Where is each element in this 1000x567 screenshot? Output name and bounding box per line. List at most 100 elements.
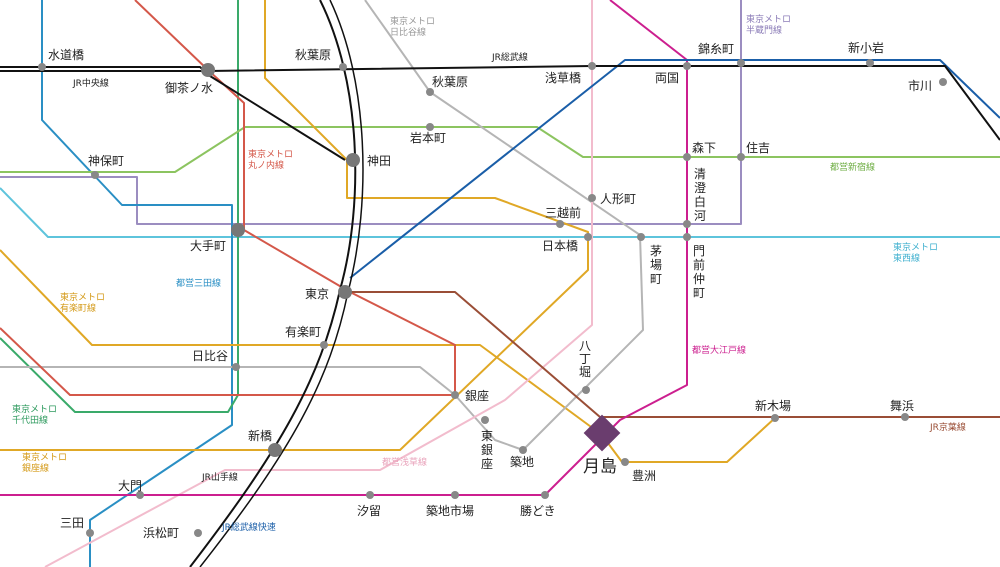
line-label-asakusa: 都営浅草線 [382,456,427,468]
label-tsukiji: 築地 [510,454,534,469]
label-hibiya: 日比谷 [192,349,228,363]
label-yurakucho: 有楽町 [285,325,321,339]
label-kiyosumi: 清澄白河 [694,167,706,223]
station-dot-maihama[interactable] [901,413,909,421]
line-label-chiyoda-2: 千代田線 [12,414,48,426]
label-shinbashi: 新橋 [248,428,272,443]
station-dot-asakusabashi[interactable] [588,62,596,70]
label-tokyo: 東京 [305,287,329,301]
label-shiodome: 汐留 [357,503,381,518]
station-dot-ningyocho[interactable] [588,194,596,202]
ginza-line [0,0,589,451]
label-akihabara-jr: 秋葉原 [295,48,331,62]
line-label-hanzomon-2: 半蔵門線 [746,24,782,36]
label-shinkiba: 新木場 [755,398,791,413]
line-label-jr-sobu: JR総武線 [491,51,528,63]
line-label-marunouchi-1: 東京メトロ [248,148,293,160]
label-monzennakacho: 門前仲町 [693,244,705,300]
label-sumiyoshi: 住吉 [746,141,770,155]
jr-sobu-line [0,65,1000,141]
station-dot-hatchobori[interactable] [582,386,590,394]
line-label-keiyo: JR京葉線 [929,421,966,433]
station-dot-kiyosumi[interactable] [683,220,691,228]
station-dot-monzennakacho[interactable] [683,233,691,241]
station-dot-toyosu[interactable] [621,458,629,466]
label-suidobashi: 水道橋 [48,48,84,62]
station-dot-otemachi[interactable] [231,223,245,237]
line-label-ginza-2: 銀座線 [22,462,49,474]
label-tsukijishijo: 築地市場 [426,503,474,518]
asakusa-line [44,0,593,567]
label-daimon: 大門 [118,479,142,493]
station-dot-ichikawa[interactable] [939,78,947,86]
station-dot-suidobashi[interactable] [38,63,46,71]
label-otemachi: 大手町 [190,239,226,253]
station-dot-hamamatsucho[interactable] [194,529,202,537]
station-dot-higashiginza[interactable] [481,416,489,424]
line-label-yamanote: JR山手線 [201,471,238,483]
line-label-sobu-rapid: JR総武線快速 [221,521,276,533]
line-label-oedo: 都営大江戸線 [692,344,746,356]
hanzomon-line [0,0,742,225]
label-higashiginza: 東銀座 [481,429,493,471]
station-dot-morishita[interactable] [683,153,691,161]
line-label-hanzomon-1: 東京メトロ [746,13,791,25]
label-ningyocho: 人形町 [600,192,636,206]
line-label-hibiya-2: 日比谷線 [390,26,426,38]
label-kayabacho: 茅場町 [650,244,662,286]
label-tsukishima: 月島 [583,457,617,477]
label-asakusabashi: 浅草橋 [545,71,581,85]
chiyoda-line [0,0,239,413]
station-dot-jimbocho[interactable] [91,171,99,179]
station-dot-ryogoku[interactable] [683,62,691,70]
label-toyosu: 豊洲 [632,469,656,483]
line-label-hibiya-1: 東京メトロ [390,15,435,27]
station-dot-tsukijishijo[interactable] [451,491,459,499]
station-dot-sumiyoshi[interactable] [737,153,745,161]
line-label-yurakucho-1: 東京メトロ [60,291,105,303]
station-dot-daimon[interactable] [136,491,144,499]
station-dot-ochanomizu[interactable] [201,63,215,77]
station-dot-nihombashi[interactable] [584,233,592,241]
station-dot-tokyo[interactable] [338,285,352,299]
station-dot-shinkoiwa[interactable] [866,59,874,67]
shinjuku-line [0,126,1000,173]
station-dot-ginza[interactable] [451,391,459,399]
label-kinshicho: 錦糸町 [698,41,734,56]
station-dot-shiodome[interactable] [366,491,374,499]
mita-line [41,0,233,567]
line-label-chiyoda-1: 東京メトロ [12,403,57,415]
label-ginza: 銀座 [465,388,489,403]
label-kachidoki: 勝どき [520,503,556,518]
station-dot-tsukiji[interactable] [519,446,527,454]
line-label-tozai-2: 東西線 [893,252,920,264]
station-dot-yurakucho[interactable] [320,341,328,349]
line-label-jr-chuo: JR中央線 [72,77,109,89]
label-ryogoku: 両国 [655,71,679,85]
label-maihama: 舞浜 [890,399,914,413]
station-dot-mita[interactable] [86,529,94,537]
station-dot-kinshicho[interactable] [737,59,745,67]
station-dot-kanda[interactable] [346,153,360,167]
label-nihombashi: 日本橋 [542,239,578,253]
station-dot-iwamotocho[interactable] [426,123,434,131]
sobu-rapid-line [349,59,1000,279]
station-dot-kachidoki[interactable] [541,491,549,499]
label-kanda: 神田 [367,154,391,168]
station-dot-kayabacho[interactable] [637,233,645,241]
station-dot-akihabara-h[interactable] [426,88,434,96]
label-ichikawa: 市川 [908,78,932,93]
station-dot-mitsukoshimae[interactable] [556,220,564,228]
label-akihabara-h: 秋葉原 [432,75,468,89]
station-dot-shinbashi[interactable] [268,443,282,457]
station-dot-akihabara-jr[interactable] [339,63,347,71]
label-hamamatsucho: 浜松町 [143,526,179,540]
label-morishita: 森下 [692,140,716,155]
line-label-tozai-1: 東京メトロ [893,241,938,253]
line-label-marunouchi-2: 丸ノ内線 [248,159,284,171]
station-dot-shinkiba[interactable] [771,414,779,422]
station-dot-hibiya[interactable] [232,363,240,371]
station-marker-tsukishima[interactable] [583,414,621,452]
tozai-line [0,187,1000,238]
